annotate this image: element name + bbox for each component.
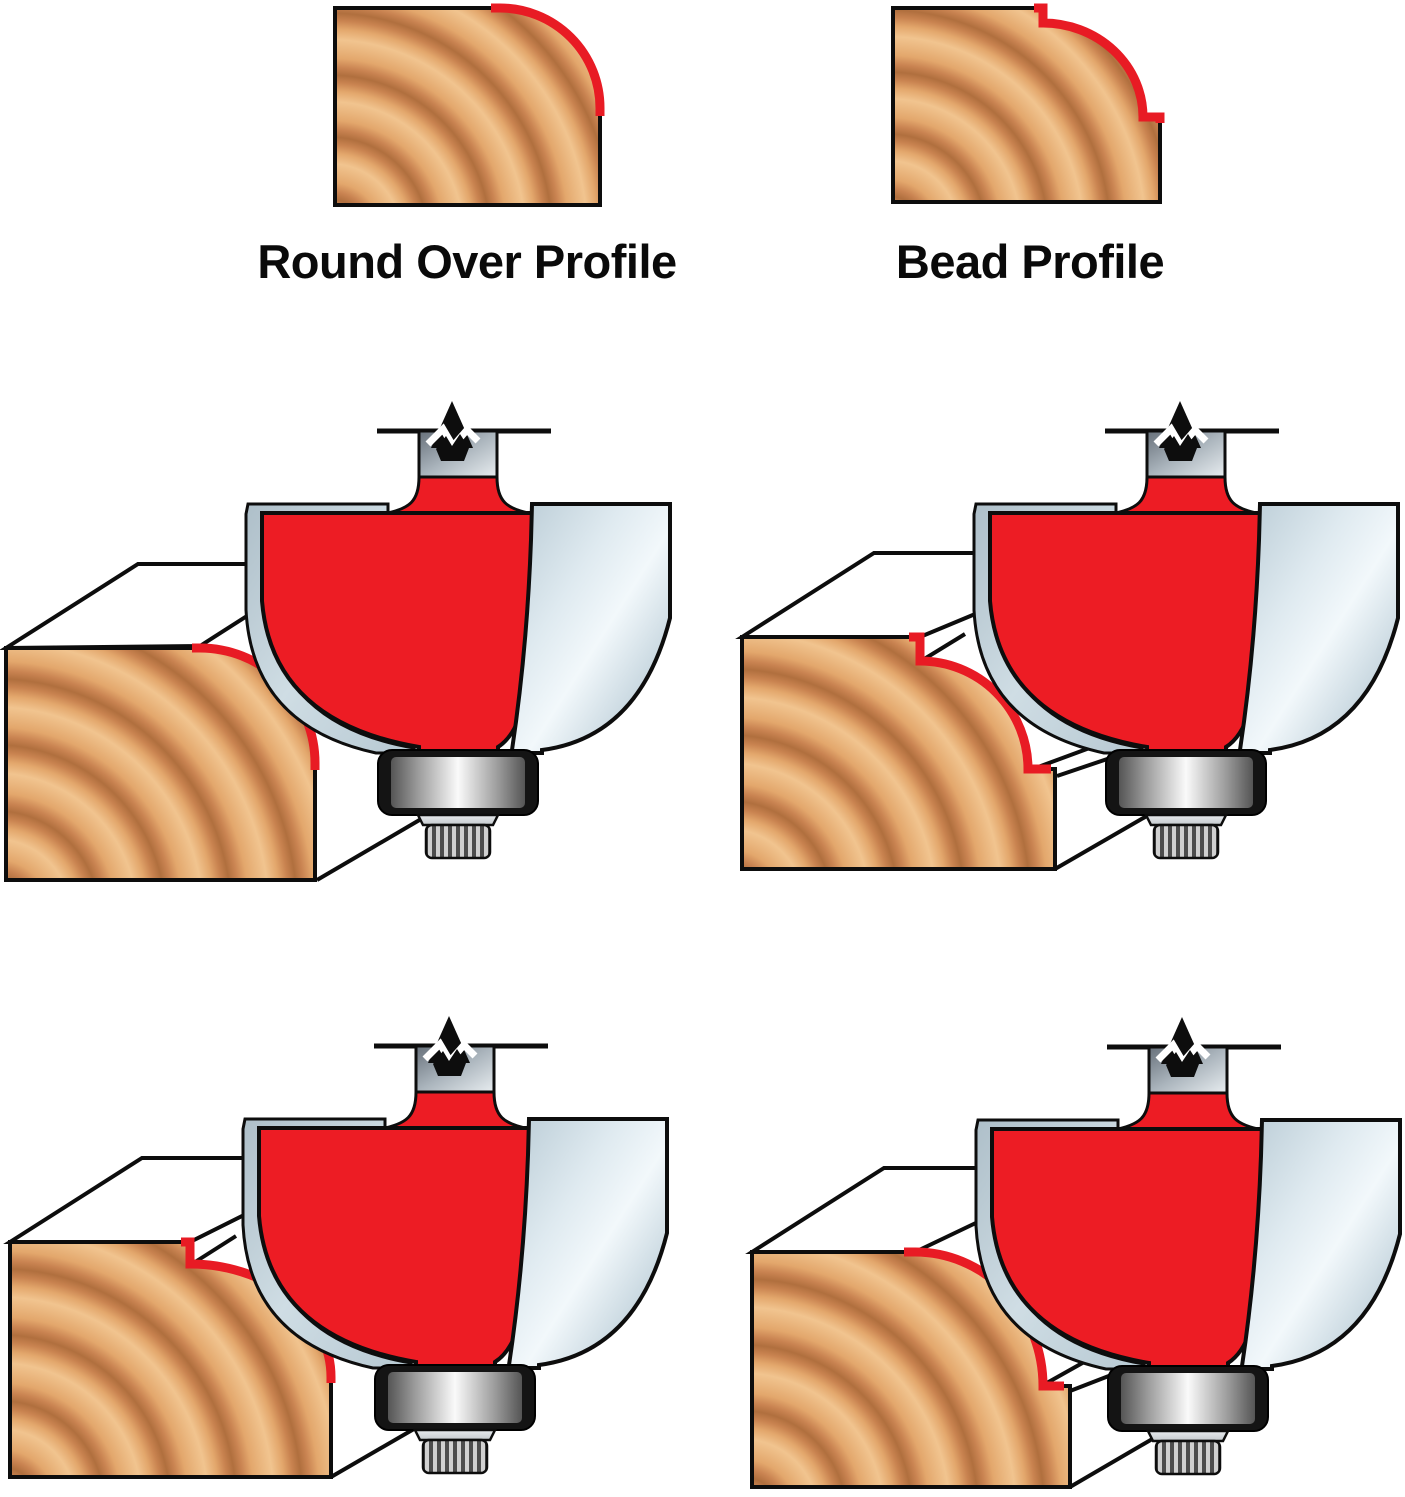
round-over-cut-highlight: [491, 3, 605, 116]
bead-profile-swatch: [891, 3, 1165, 204]
wood-back-bottom-edge: [1054, 811, 1153, 871]
wood-swatch-bead: [891, 6, 1162, 204]
wood-top-face: [735, 551, 982, 639]
bead-cut-highlight: [1034, 3, 1165, 123]
wood-top-face: [3, 1156, 252, 1244]
wood-back-bottom-edge: [1068, 1429, 1168, 1489]
round-over-profile-label: Round Over Profile: [257, 235, 677, 288]
wood-back-bottom-edge: [315, 813, 430, 882]
cut-edge-highlight: [909, 632, 1051, 774]
wood-swatch-round-over: [333, 6, 602, 207]
wood-top-face: [745, 1166, 984, 1254]
step-ledge-edge-top: [190, 1234, 238, 1266]
step-ledge-edge-top: [919, 632, 967, 663]
bead-profile-label: Bead Profile: [895, 235, 1165, 288]
wood-top-face: [0, 562, 252, 651]
round-over-profile-swatch: [333, 3, 605, 207]
diagram-bead-top-step-cut: [3, 1016, 667, 1479]
diagram-bead-cut: [735, 401, 1398, 871]
diagram-bead-bottom-step-cut: [745, 1017, 1400, 1489]
wood-back-bottom-edge: [329, 1420, 428, 1479]
diagram-round-over-cut: [0, 401, 670, 882]
